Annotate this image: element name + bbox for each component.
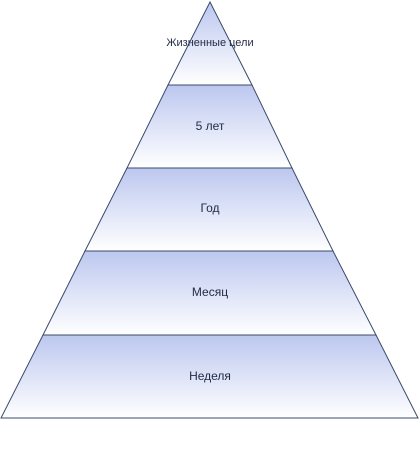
pyramid-tier-3: Год bbox=[84, 167, 334, 252]
pyramid-tier-2: 5 лет bbox=[126, 84, 293, 169]
pyramid-tier-2-label: 5 лет bbox=[196, 119, 225, 133]
pyramid-tier-4-label: Месяц bbox=[192, 285, 228, 299]
pyramid-tier-1-label: Жизненные цели bbox=[166, 37, 253, 49]
pyramid-tier-5-label: Неделя bbox=[189, 369, 231, 383]
pyramid-tier-3-label: Год bbox=[200, 201, 219, 215]
pyramid-tier-5-shape bbox=[0, 334, 419, 419]
pyramid-tier-4: Месяц bbox=[42, 250, 377, 336]
pyramid-tier-5: Неделя bbox=[0, 334, 419, 419]
pyramid-tier-1: Жизненные цели bbox=[166, 0, 254, 86]
